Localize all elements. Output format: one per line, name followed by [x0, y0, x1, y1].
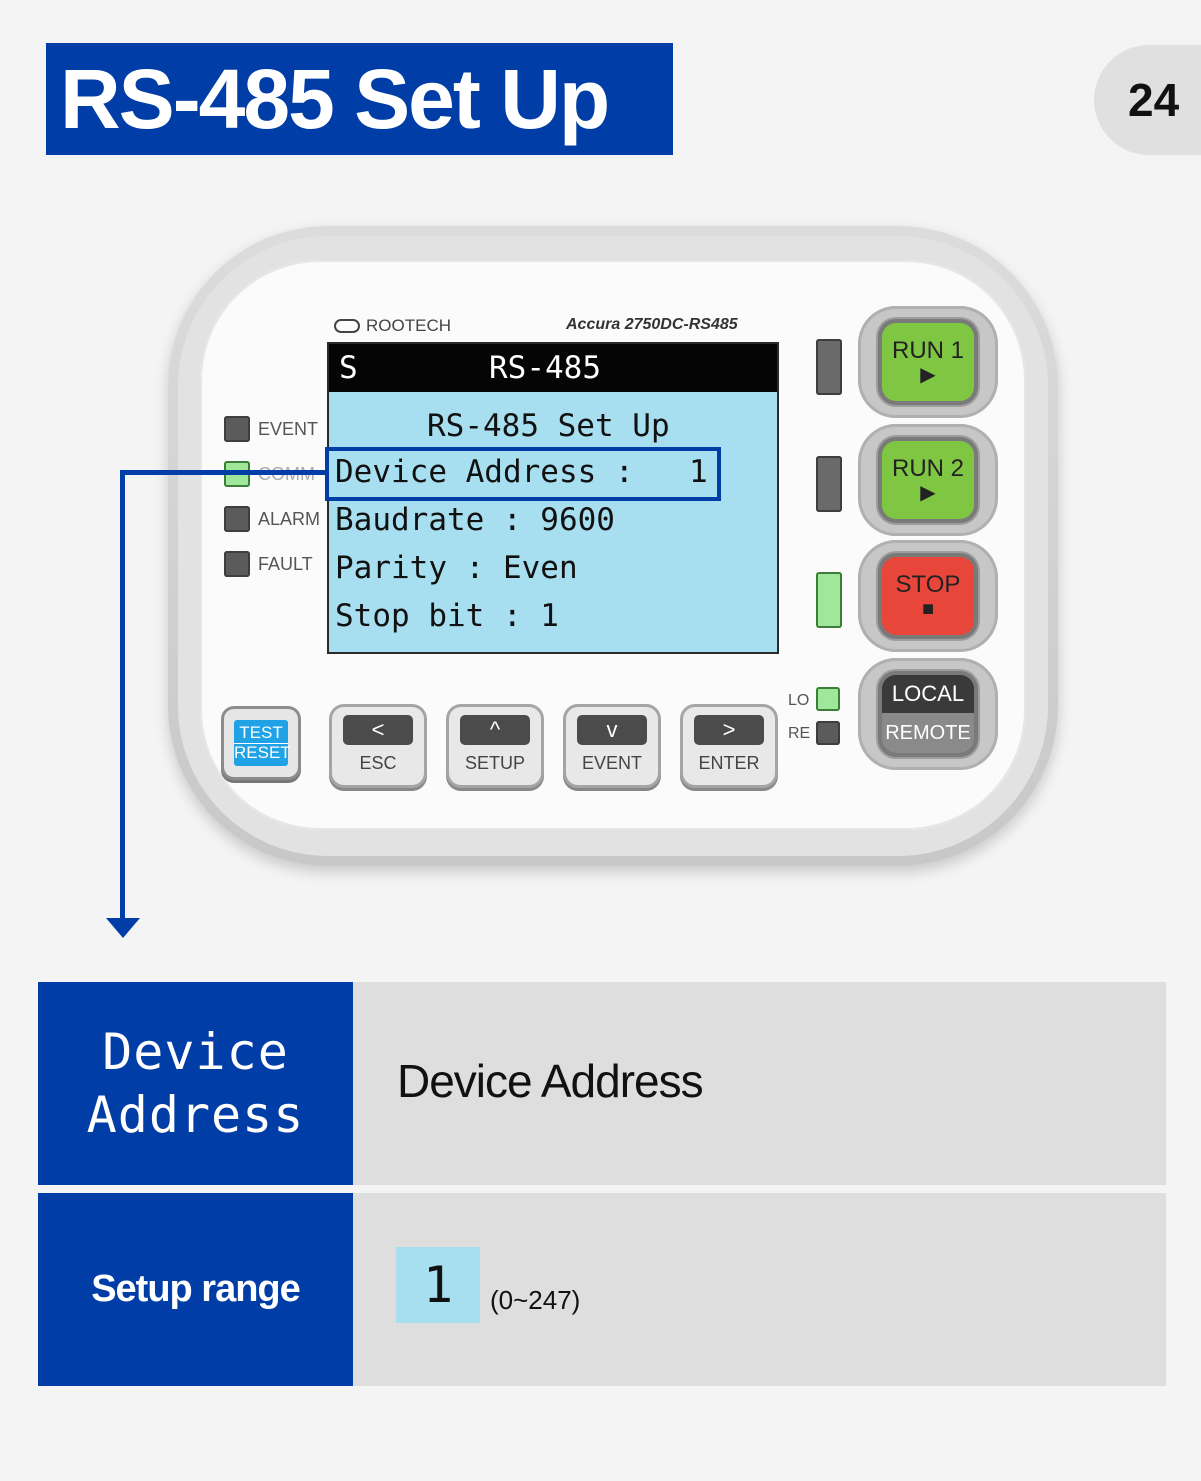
device-address-description: Device Address [397, 1055, 704, 1107]
enter-button[interactable]: > ENTER [683, 707, 775, 785]
run1-status-led [816, 339, 842, 395]
run2-status-led [816, 456, 842, 512]
alarm-led-label: ALARM [258, 509, 321, 529]
device-address-highlight [325, 447, 721, 501]
play-icon: ▶ [920, 364, 936, 387]
run2-button[interactable]: RUN 2 ▶ [882, 441, 974, 519]
local-remote-button[interactable]: LOCAL REMOTE [882, 675, 974, 753]
lcd-stop-bit: Stop bit : 1 [335, 598, 559, 634]
page-number: 24 [1094, 45, 1201, 155]
lcd-header: S RS-485 [329, 344, 777, 392]
test-reset-button[interactable]: TEST RESET [224, 709, 298, 777]
local-mode-led [816, 687, 840, 711]
play-icon: ▶ [920, 482, 936, 505]
stop-status-led [816, 572, 842, 628]
event-led [224, 416, 250, 442]
setup-range-label: Setup range [38, 1193, 353, 1386]
lcd-menu-title: RS-485 Set Up [427, 408, 670, 444]
setup-range-cell: 1 (0~247) [353, 1193, 1166, 1386]
page-title: RS-485 Set Up [46, 43, 673, 155]
lcd-header-title: RS-485 [489, 350, 601, 386]
setup-range-default-value: 1 [396, 1247, 480, 1323]
device-address-lcd-label: Device Address [38, 982, 353, 1185]
test-label: TEST [234, 723, 288, 744]
local-label: LOCAL [882, 675, 974, 713]
brand-name: ROOTECH [366, 316, 451, 335]
fault-led-label: FAULT [258, 554, 313, 574]
stop-label: STOP [895, 570, 961, 598]
connector-line-horizontal [120, 470, 326, 475]
arrow-down-icon [106, 918, 140, 938]
setup-label: SETUP [464, 753, 525, 773]
fault-led [224, 551, 250, 577]
run1-button[interactable]: RUN 1 ▶ [882, 323, 974, 401]
lo-label: LO [788, 692, 810, 709]
esc-button[interactable]: < ESC [332, 707, 424, 785]
remote-label: REMOTE [882, 713, 974, 753]
setup-range-limits: (0~247) [490, 1285, 581, 1315]
lcd-device-address-value: 1 [689, 454, 708, 490]
lcd-parity: Parity : Even [335, 550, 578, 586]
remote-mode-led [816, 721, 840, 745]
alarm-led [224, 506, 250, 532]
chevron-down-icon: v [577, 715, 647, 745]
rootech-logo-icon [334, 319, 360, 333]
setup-button[interactable]: ^ SETUP [449, 707, 541, 785]
chevron-up-icon: ^ [460, 715, 530, 745]
connector-line-vertical [120, 470, 125, 922]
re-label: RE [788, 725, 811, 742]
stop-button[interactable]: STOP ■ [882, 557, 974, 635]
enter-label: ENTER [698, 753, 760, 773]
test-reset-face: TEST RESET [234, 720, 291, 766]
event-label: EVENT [581, 753, 642, 773]
lcd-mode-indicator: S [339, 350, 358, 386]
chevron-left-icon: < [343, 715, 413, 745]
stop-square-icon: ■ [921, 598, 935, 621]
event-led-label: EVENT [258, 419, 319, 439]
reset-label: RESET [234, 742, 291, 762]
lcd-baudrate: Baudrate : 9600 [335, 502, 615, 538]
lcd-device-address-label: Device Address : [335, 454, 634, 490]
chevron-right-icon: > [694, 715, 764, 745]
device-address-description-cell: Device Address [353, 982, 1166, 1185]
run1-label: RUN 1 [891, 336, 964, 364]
run2-label: RUN 2 [891, 454, 964, 482]
brand-logo: ROOTECH [334, 316, 451, 336]
event-button[interactable]: v EVENT [566, 707, 658, 785]
model-name: Accura 2750DC-RS485 [566, 316, 738, 333]
esc-label: ESC [359, 753, 397, 773]
